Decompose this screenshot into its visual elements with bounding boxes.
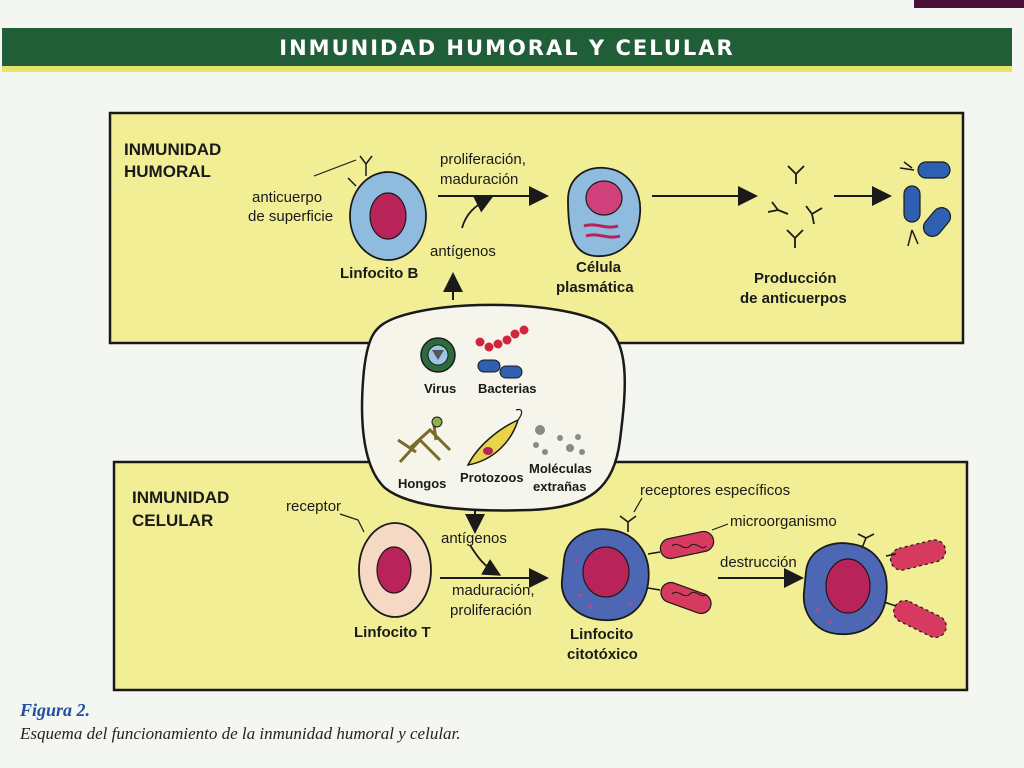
antigen-curve-arrow-cellular — [469, 544, 502, 576]
specific-receptors-label: receptores específicos — [640, 482, 790, 499]
bacteria-label: Bacterias — [478, 381, 537, 396]
page-title: INMUNIDAD HUMORAL Y CELULAR — [279, 36, 735, 60]
microorganism-icon — [659, 530, 715, 615]
fungi-icon — [397, 416, 452, 464]
humoral-panel — [108, 111, 965, 345]
fungi-label: Hongos — [398, 476, 446, 491]
humoral-process-line2: maduración — [440, 171, 518, 188]
b-lymphocyte-cell — [349, 171, 427, 261]
t-lymphocyte-cell — [358, 522, 432, 618]
b-lymphocyte-label: Linfocito B — [340, 265, 418, 282]
surface-antibody-label-line1: anticuerpo — [252, 189, 322, 206]
microorganism-pointer — [711, 523, 729, 531]
surface-antibody-icon — [347, 155, 373, 187]
antibody-production-label-line2: de anticuerpos — [740, 290, 847, 307]
plasma-cell-label-line2: plasmática — [556, 279, 634, 296]
cytotoxic-label-line1: Linfocito — [570, 626, 633, 643]
foreign-molecules-icon — [533, 425, 585, 455]
antibodies-icon — [767, 165, 823, 248]
t-lymphocyte-label: Linfocito T — [354, 624, 431, 641]
humoral-title-line2: HUMORAL — [124, 162, 211, 181]
neutralized-bacteria-icon — [899, 161, 952, 247]
humoral-antigens-label: antígenos — [430, 243, 496, 260]
protozoa-label: Protozoos — [460, 470, 524, 485]
humoral-process-line1: proliferación, — [440, 151, 526, 168]
receptor-pointer — [339, 513, 365, 533]
specific-receptors-pointer — [633, 497, 643, 513]
corner-accent-bar — [914, 0, 1024, 8]
cellular-process-line2: proliferación — [450, 602, 532, 619]
cytotoxic-label-line2: citotóxico — [567, 646, 638, 663]
destroyed-microorganism-icon — [883, 539, 947, 639]
virus-label: Virus — [424, 381, 456, 396]
cellular-antigens-label: antígenos — [441, 530, 507, 547]
protozoa-icon — [466, 408, 523, 467]
foreign-molecules-label-line1: Moléculas — [529, 461, 592, 476]
surface-antibody-label-line2: de superficie — [248, 208, 333, 225]
plasma-cell-label-line1: Célula — [576, 259, 622, 276]
receptor-label: receptor — [286, 498, 341, 515]
surface-antibody-pointer — [313, 159, 357, 177]
cellular-process-line1: maduración, — [452, 582, 535, 599]
cellular-title-line1: INMUNIDAD — [132, 488, 229, 507]
virus-icon — [420, 337, 456, 373]
specific-receptor-icon — [619, 515, 661, 591]
cytotoxic-lymphocyte-cell — [561, 528, 650, 622]
figure-caption: Esquema del funcionamiento de la inmunid… — [20, 724, 461, 743]
cellular-title-line2: CELULAR — [132, 511, 213, 530]
plasma-cell — [567, 166, 641, 257]
title-banner: INMUNIDAD HUMORAL Y CELULAR — [2, 28, 1012, 72]
antigen-curve-arrow-humoral — [461, 196, 494, 229]
microorganism-label: microorganismo — [730, 513, 837, 530]
figure-label: Figura 2. — [20, 700, 91, 720]
antibody-production-label-line1: Producción — [754, 270, 837, 287]
destruction-label: destrucción — [720, 554, 797, 571]
foreign-molecules-label-line2: extrañas — [533, 479, 586, 494]
bacteria-icon — [475, 325, 529, 379]
humoral-title-line1: INMUNIDAD — [124, 140, 221, 159]
cytotoxic-cell-attacking — [802, 533, 888, 636]
